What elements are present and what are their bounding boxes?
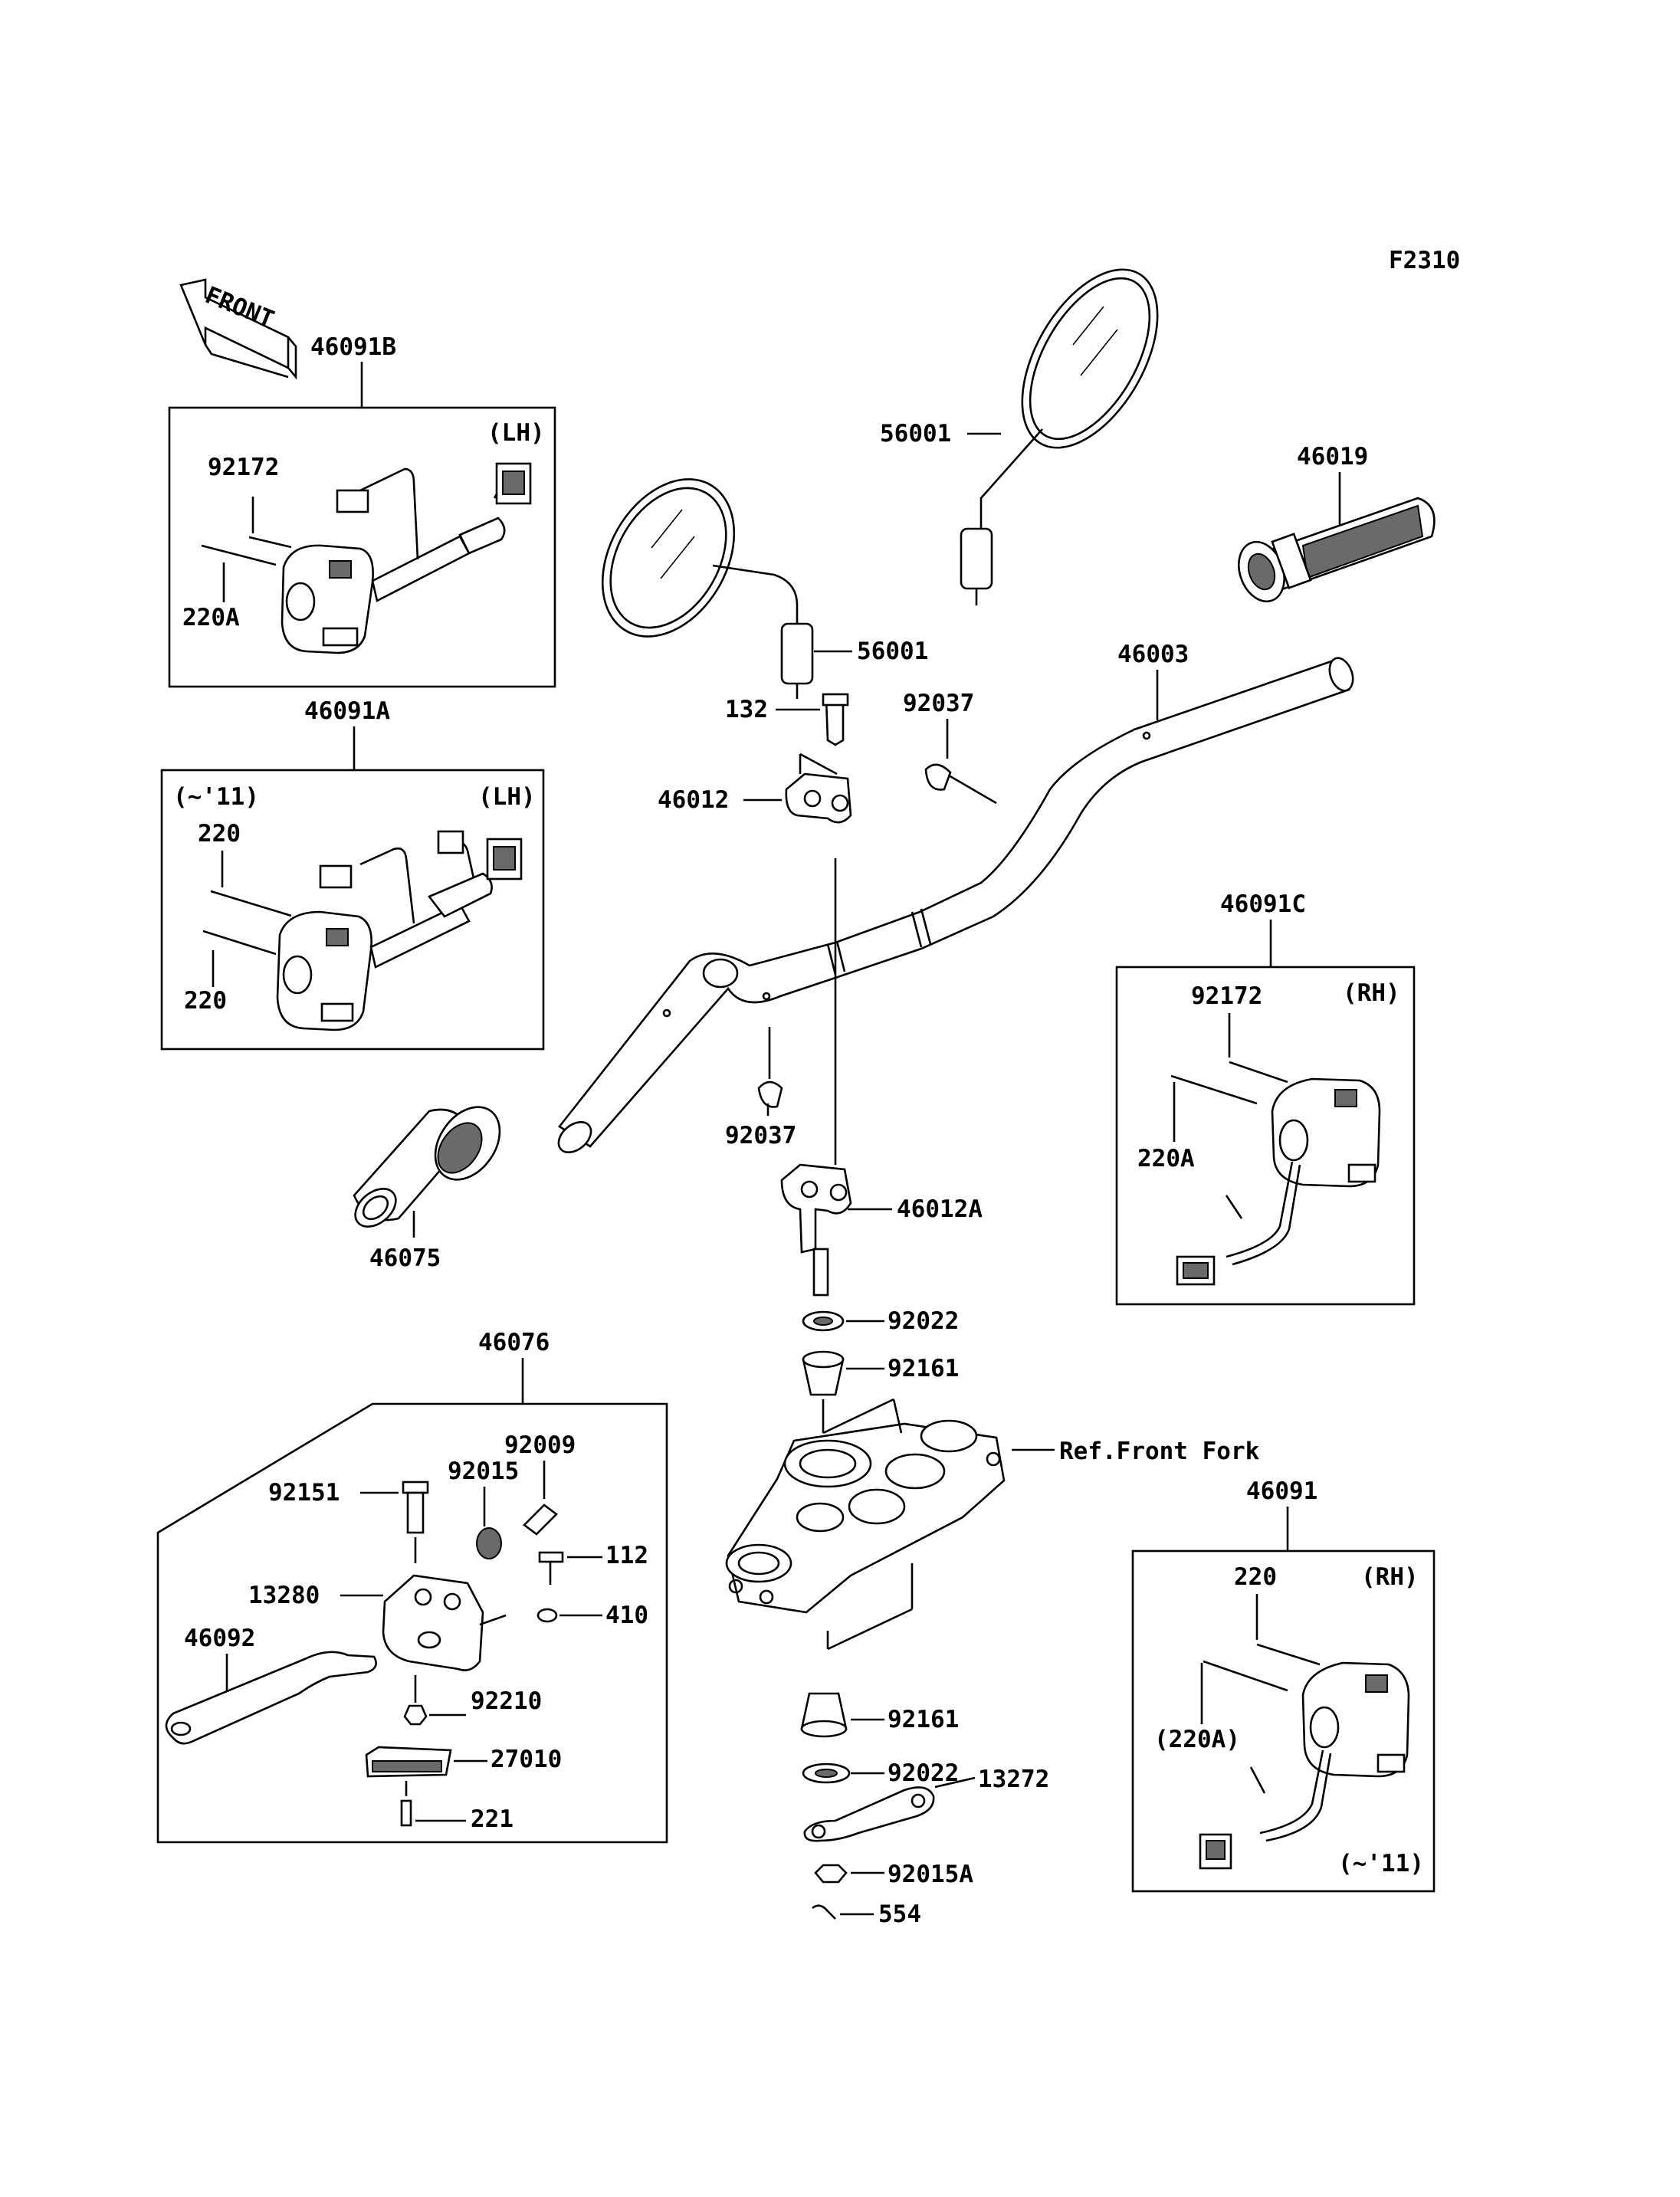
clamp-46012: 132 46012 92037 92037 bbox=[658, 690, 997, 1165]
box-46091 bbox=[1131, 1549, 1436, 1893]
variant-label: (~'11) bbox=[173, 783, 259, 811]
variant-label: (~'11) bbox=[1338, 1850, 1424, 1877]
handlebar-46003: 46003 bbox=[557, 641, 1354, 1154]
part-label-92009: 92009 bbox=[504, 1431, 576, 1459]
part-label-112: 112 bbox=[605, 1542, 648, 1569]
part-label-220A: 220A bbox=[1137, 1145, 1195, 1172]
mirror-left-56001: 56001 bbox=[601, 478, 928, 699]
front-marker-text: FRONT bbox=[202, 281, 278, 333]
part-label-46075: 46075 bbox=[369, 1244, 441, 1272]
part-label-46076: 46076 bbox=[478, 1329, 550, 1356]
part-label-220: 220 bbox=[184, 987, 227, 1015]
part-label-92161: 92161 bbox=[888, 1706, 959, 1733]
mirror-right-56001: 56001 bbox=[880, 268, 1159, 605]
part-label-92161: 92161 bbox=[888, 1355, 959, 1382]
part-label-46003: 46003 bbox=[1117, 641, 1189, 668]
clamp-46012A: 46012A bbox=[780, 1163, 983, 1297]
part-label-410: 410 bbox=[605, 1602, 648, 1629]
grip-46075: 46075 bbox=[353, 1106, 501, 1272]
part-label-46092: 46092 bbox=[184, 1625, 255, 1652]
part-label-13280: 13280 bbox=[248, 1582, 320, 1609]
group-46091A: 46091A (~'11) (LH) 220 220 bbox=[160, 697, 545, 1051]
part-label-92151: 92151 bbox=[268, 1479, 340, 1507]
part-label-46012A: 46012A bbox=[897, 1195, 983, 1223]
part-label-56001: 56001 bbox=[880, 420, 951, 448]
part-label-554: 554 bbox=[878, 1900, 921, 1928]
part-label-220: 220 bbox=[198, 820, 241, 848]
part-label-92015A: 92015A bbox=[888, 1861, 973, 1888]
part-label-92172: 92172 bbox=[1191, 982, 1262, 1010]
part-label-46091B: 46091B bbox=[310, 333, 396, 361]
part-label-92037: 92037 bbox=[725, 1122, 796, 1149]
figure-code: F2310 bbox=[1389, 247, 1460, 274]
part-label-27010: 27010 bbox=[491, 1746, 562, 1773]
part-label-46091A: 46091A bbox=[304, 697, 390, 725]
side-label: (LH) bbox=[487, 419, 545, 447]
part-label-220A: 220A bbox=[182, 604, 240, 631]
side-label: (RH) bbox=[1361, 1563, 1419, 1591]
grip-46019: 46019 bbox=[1238, 443, 1436, 603]
part-label-220A: (220A) bbox=[1154, 1726, 1240, 1753]
part-label-92022: 92022 bbox=[888, 1307, 959, 1335]
group-46091C: 46091C (RH) 92172 220A bbox=[1115, 890, 1416, 1306]
part-label-46012: 46012 bbox=[658, 786, 729, 814]
side-label: (RH) bbox=[1343, 979, 1400, 1007]
part-label-132: 132 bbox=[725, 696, 768, 723]
part-label-46091C: 46091C bbox=[1220, 890, 1306, 918]
part-label-56001: 56001 bbox=[857, 638, 928, 665]
box-46076 bbox=[156, 1402, 668, 1844]
part-label-92037: 92037 bbox=[903, 690, 974, 717]
box-46091C bbox=[1115, 966, 1416, 1306]
part-label-92022: 92022 bbox=[888, 1759, 959, 1787]
part-label-46019: 46019 bbox=[1297, 443, 1368, 471]
box-46091B bbox=[168, 406, 556, 688]
box-46091A bbox=[160, 769, 545, 1051]
part-label-13272: 13272 bbox=[978, 1766, 1049, 1793]
group-46091: 46091 (RH) (~'11) 220 (220A) bbox=[1131, 1477, 1436, 1893]
part-label-221: 221 bbox=[471, 1805, 514, 1833]
stem-parts: 92022 92161 Ref.Front Fork 92161 92 bbox=[725, 1307, 1260, 1928]
part-label-92172: 92172 bbox=[208, 454, 279, 481]
ref-front-fork: Ref.Front Fork bbox=[1059, 1438, 1260, 1465]
part-label-220: 220 bbox=[1234, 1563, 1277, 1591]
side-label: (LH) bbox=[478, 783, 536, 811]
part-label-46091: 46091 bbox=[1246, 1477, 1317, 1505]
part-label-92015: 92015 bbox=[448, 1458, 519, 1485]
group-46091B: 46091B (LH) 92172 220A bbox=[168, 333, 556, 688]
front-arrow-icon: FRONT bbox=[179, 278, 297, 380]
group-46076: 46076 92009 92015 92151 112 13280 410 46… bbox=[156, 1329, 668, 1844]
part-label-92210: 92210 bbox=[471, 1687, 542, 1715]
